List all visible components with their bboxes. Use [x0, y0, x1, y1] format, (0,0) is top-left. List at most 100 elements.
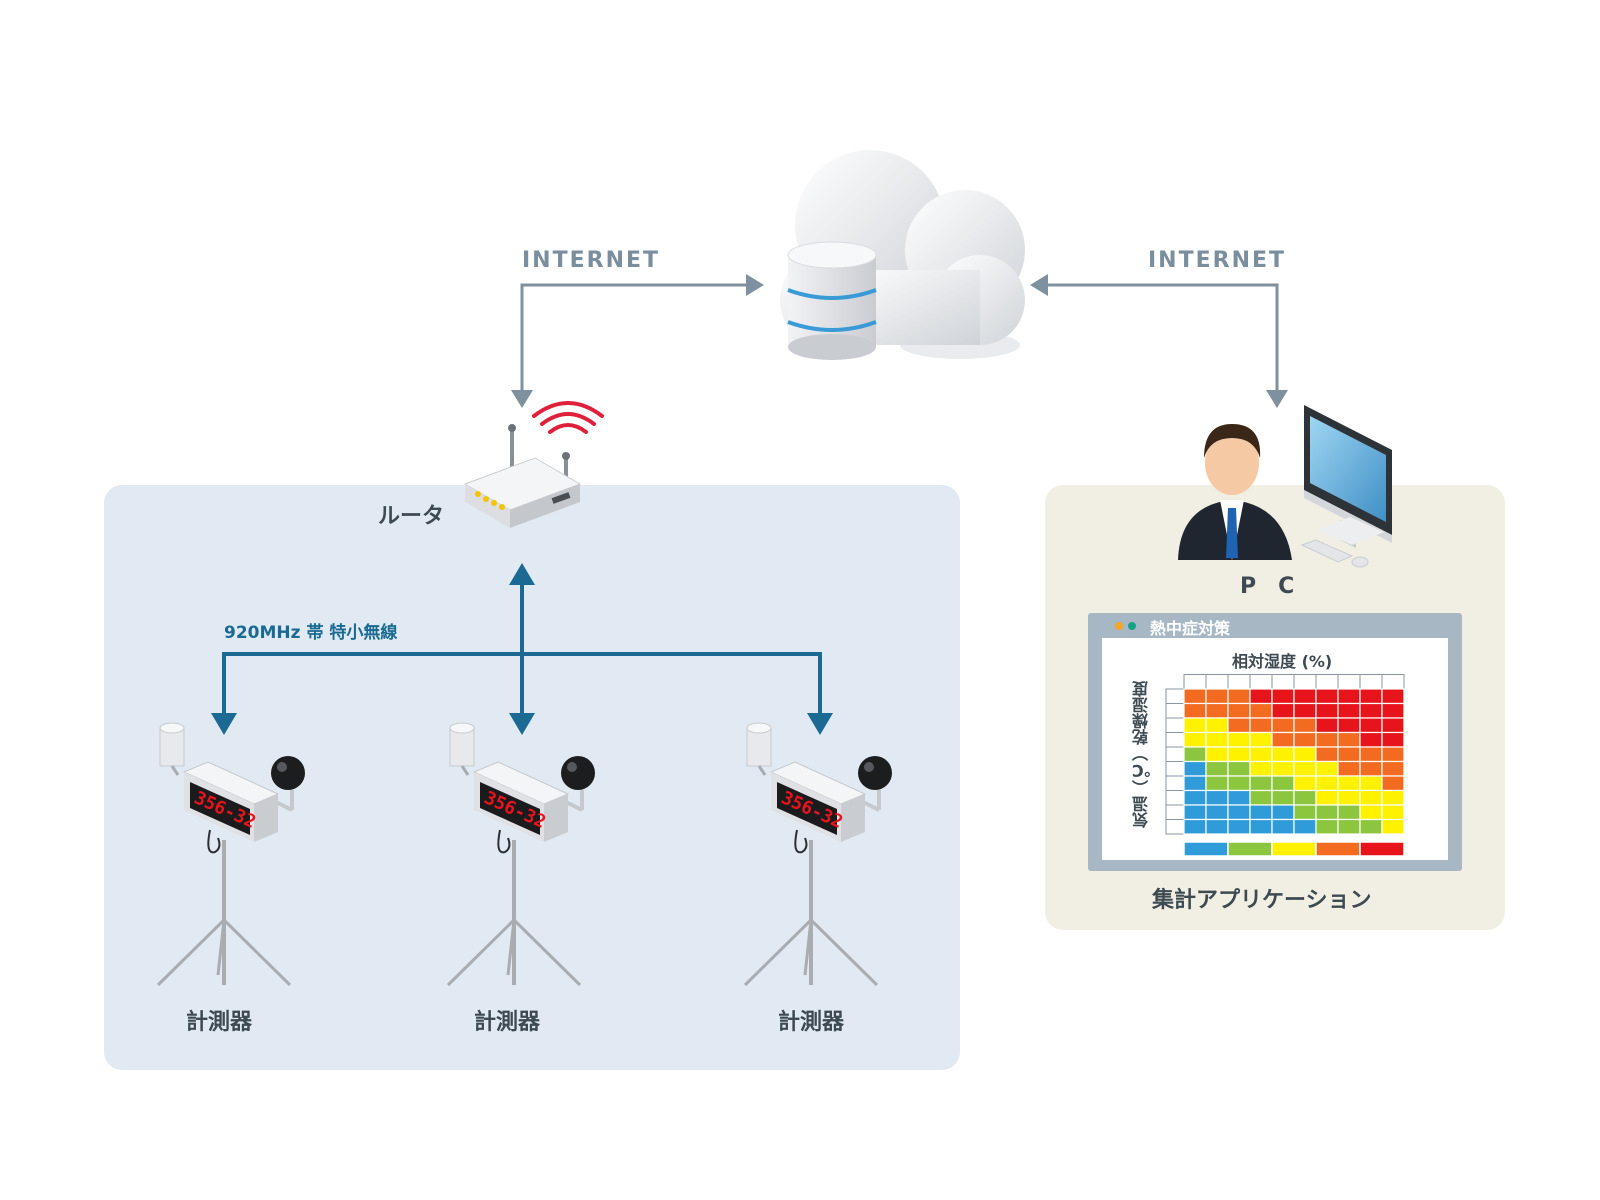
internet-label-left: INTERNET — [522, 248, 661, 273]
heatmap-cell — [1205, 746, 1229, 763]
heatmap-cell — [1205, 804, 1229, 821]
heatmap-cell — [1293, 731, 1317, 748]
heatmap-cell — [1183, 760, 1207, 777]
chart-y-title: 気温（℃）乾燥湿度 — [1132, 681, 1151, 828]
heatmap-cell — [1293, 804, 1317, 821]
heatmap-cell — [1293, 818, 1317, 835]
internet-label-right: INTERNET — [1148, 248, 1287, 273]
heatmap-cell — [1249, 746, 1273, 763]
heatmap-cell — [1359, 775, 1383, 792]
heatmap-cell — [1271, 789, 1295, 806]
wifi-signal-icon — [532, 401, 604, 434]
heatmap-cell — [1271, 688, 1295, 705]
heatmap-cell — [1359, 789, 1383, 806]
heatmap-cell — [1315, 804, 1339, 821]
router-icon — [463, 424, 582, 528]
device-label-1: 計測器 — [186, 1010, 253, 1035]
heatmap-cell — [1249, 775, 1273, 792]
heatmap-cell — [1227, 717, 1251, 734]
heatmap-cell — [1271, 775, 1295, 792]
router-label: ルータ — [378, 504, 445, 529]
heatmap-cell — [1293, 702, 1317, 719]
heatmap-cell — [1183, 717, 1207, 734]
legend-swatch — [1183, 841, 1229, 857]
measuring-device-2: 356-32 — [446, 722, 595, 987]
heatmap-cell — [1205, 731, 1229, 748]
heatmap-cell — [1227, 746, 1251, 763]
heatmap-cell — [1183, 688, 1207, 705]
heatmap-cell — [1315, 760, 1339, 777]
heatmap-cell — [1293, 775, 1317, 792]
heatmap-cell — [1359, 760, 1383, 777]
heatmap-cell — [1271, 760, 1295, 777]
heatmap-cell — [1381, 818, 1405, 835]
heatmap-cell — [1183, 804, 1207, 821]
heatmap-cell — [1227, 804, 1251, 821]
heatmap-cell — [1249, 717, 1273, 734]
heatmap-cell — [1271, 702, 1295, 719]
heatmap-cell — [1315, 731, 1339, 748]
heatmap-cell — [1205, 760, 1229, 777]
measuring-device-1: 356-32 — [156, 722, 305, 987]
heatmap-cell — [1293, 717, 1317, 734]
heatmap-cell — [1205, 702, 1229, 719]
heatmap-cell — [1359, 731, 1383, 748]
heatmap-cell — [1337, 760, 1361, 777]
heatmap-cell — [1183, 731, 1207, 748]
heatmap-cell — [1381, 775, 1405, 792]
heatmap-cell — [1359, 746, 1383, 763]
heatmap-cell — [1315, 746, 1339, 763]
heatmap-cell — [1271, 804, 1295, 821]
radio-band-label: 920MHz 帯 特小無線 — [224, 623, 398, 643]
heatmap-cell — [1293, 760, 1317, 777]
internet-arrow-left — [511, 274, 764, 408]
legend-swatch — [1359, 841, 1405, 857]
heatmap-cell — [1227, 818, 1251, 835]
internet-arrow-right — [1030, 274, 1288, 408]
app-caption: 集計アプリケーション — [1152, 888, 1372, 913]
person-icon — [1178, 424, 1292, 560]
heatmap-cell — [1337, 775, 1361, 792]
heatmap-cell — [1359, 818, 1383, 835]
heatmap-cell — [1337, 731, 1361, 748]
heatmap-cell — [1381, 760, 1405, 777]
heatmap-cell — [1381, 789, 1405, 806]
heatmap-cell — [1381, 688, 1405, 705]
heatmap-cell — [1227, 702, 1251, 719]
heatmap-cell — [1227, 760, 1251, 777]
heatmap-cell — [1271, 717, 1295, 734]
heatmap-cell — [1183, 702, 1207, 719]
heatmap-cell — [1359, 702, 1383, 719]
heatmap-cell — [1337, 746, 1361, 763]
heatmap-cell — [1381, 746, 1405, 763]
heatmap-cell — [1227, 789, 1251, 806]
heatmap-cell — [1315, 775, 1339, 792]
heatmap-cell — [1293, 789, 1317, 806]
heatmap-cell — [1205, 775, 1229, 792]
heatmap-cell — [1183, 746, 1207, 763]
heatmap-cell — [1249, 818, 1273, 835]
legend-swatch — [1271, 841, 1317, 857]
pc-label: P C — [1240, 574, 1295, 599]
heatmap-cell — [1359, 804, 1383, 821]
heatmap-cell — [1271, 818, 1295, 835]
heatmap-chart — [1165, 674, 1405, 857]
heatmap-cell — [1381, 804, 1405, 821]
heatmap-cell — [1337, 804, 1361, 821]
heatmap-cell — [1337, 688, 1361, 705]
heatmap-cell — [1315, 688, 1339, 705]
heatmap-cell — [1205, 789, 1229, 806]
heatmap-cell — [1227, 688, 1251, 705]
heatmap-cell — [1249, 760, 1273, 777]
heatmap-cell — [1205, 717, 1229, 734]
window-dot-teal — [1128, 622, 1136, 630]
heatmap-cell — [1337, 702, 1361, 719]
monitor-icon — [1300, 405, 1392, 568]
device-label-2: 計測器 — [474, 1010, 541, 1035]
app-window-title: 熱中症対策 — [1150, 619, 1231, 638]
database-icon — [787, 241, 877, 360]
heatmap-cell — [1315, 702, 1339, 719]
heatmap-cell — [1293, 688, 1317, 705]
window-dot-orange — [1115, 622, 1123, 630]
